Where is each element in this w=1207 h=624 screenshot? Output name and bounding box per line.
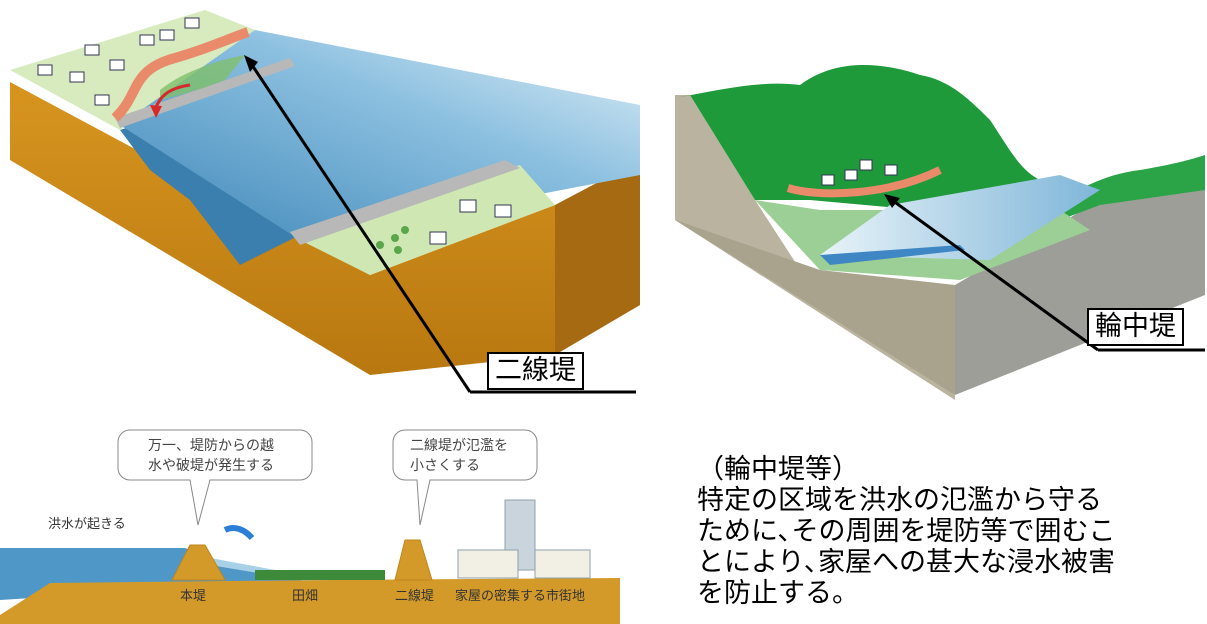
rock-front: [675, 220, 955, 395]
canal: [820, 245, 965, 265]
description: （輪中堤等） 特定の区域を洪水の氾濫から守る ために､その周囲を堤防等で囲むこ …: [697, 454, 1202, 609]
cs-overflow-arrow: [223, 525, 255, 541]
mountain: [675, 65, 1040, 210]
cs-second-levee-label: 二線堤: [395, 588, 434, 604]
wajuteki-pointer-head: [884, 194, 900, 208]
cs-second-levee: [394, 539, 433, 581]
nisenteki-pointer-head: [244, 55, 258, 72]
left-bank: [10, 10, 255, 130]
right-bank: [300, 165, 555, 275]
wajuteki-diagram: [675, 65, 1205, 400]
cs-ground: [0, 578, 620, 624]
bubble-right-line2: 小さくする: [410, 458, 480, 474]
rock-right-face: [955, 185, 1205, 395]
cs-field: [255, 570, 385, 580]
cs-house-2: [534, 549, 591, 579]
river-channel: [120, 120, 300, 265]
description-line2: ために､その周囲を堤防等で囲むこ: [697, 516, 1116, 547]
cs-flood-label: 洪水が起きる: [48, 517, 126, 532]
bubble-left-line2: 水や破堤が発生する: [148, 458, 274, 474]
cs-bubble-left: 万一、堤防からの越 水や破堤が発生する: [117, 429, 313, 526]
second-line-levee: [111, 27, 250, 122]
flood-water: [160, 55, 245, 100]
houses-left: [37, 17, 200, 106]
description-title: （輪中堤等）: [697, 454, 859, 485]
houses-right: [429, 199, 512, 245]
trees-right: [376, 226, 409, 254]
bubble-left-line1: 万一、堤防からの越: [148, 438, 274, 454]
mountain-right: [1040, 155, 1205, 220]
cs-bubble-right: 二線堤が氾濫を 小さくする: [392, 429, 538, 526]
cs-house-1: [457, 549, 519, 579]
description-line1: 特定の区域を洪水の氾濫から守る: [697, 485, 1102, 516]
description-line4: を防止する。: [697, 578, 859, 609]
cs-main-levee-label: 本堤: [180, 589, 206, 604]
right-main-levee: [290, 160, 520, 245]
wajuteki-label: 輪中堤: [1087, 308, 1184, 346]
nisenteki-pointer: [248, 61, 472, 393]
nisenteki-diagram: [10, 10, 640, 394]
overflow-arrow-head: [150, 105, 162, 118]
cross-section-diagram: 万一、堤防からの越 水や破堤が発生する 二線堤が氾濫を 小さくする 洪水が起きる…: [0, 429, 620, 624]
cs-field-label: 田畑: [292, 589, 318, 604]
ring-levee: [786, 166, 942, 198]
bubble-right-line1: 二線堤が氾濫を: [410, 438, 508, 454]
left-main-levee: [115, 58, 295, 128]
soil-right-face: [555, 160, 640, 355]
ring-houses: [821, 159, 898, 186]
nisenteki-label: 二線堤: [487, 352, 584, 390]
wajuteki-pointer: [891, 198, 1099, 352]
valley-river: [820, 175, 1100, 260]
cs-town-label: 家屋の密集する市街地: [455, 588, 585, 604]
cs-main-levee: [171, 544, 226, 581]
description-line3: とにより､家屋への甚大な浸水被害: [697, 547, 1115, 578]
